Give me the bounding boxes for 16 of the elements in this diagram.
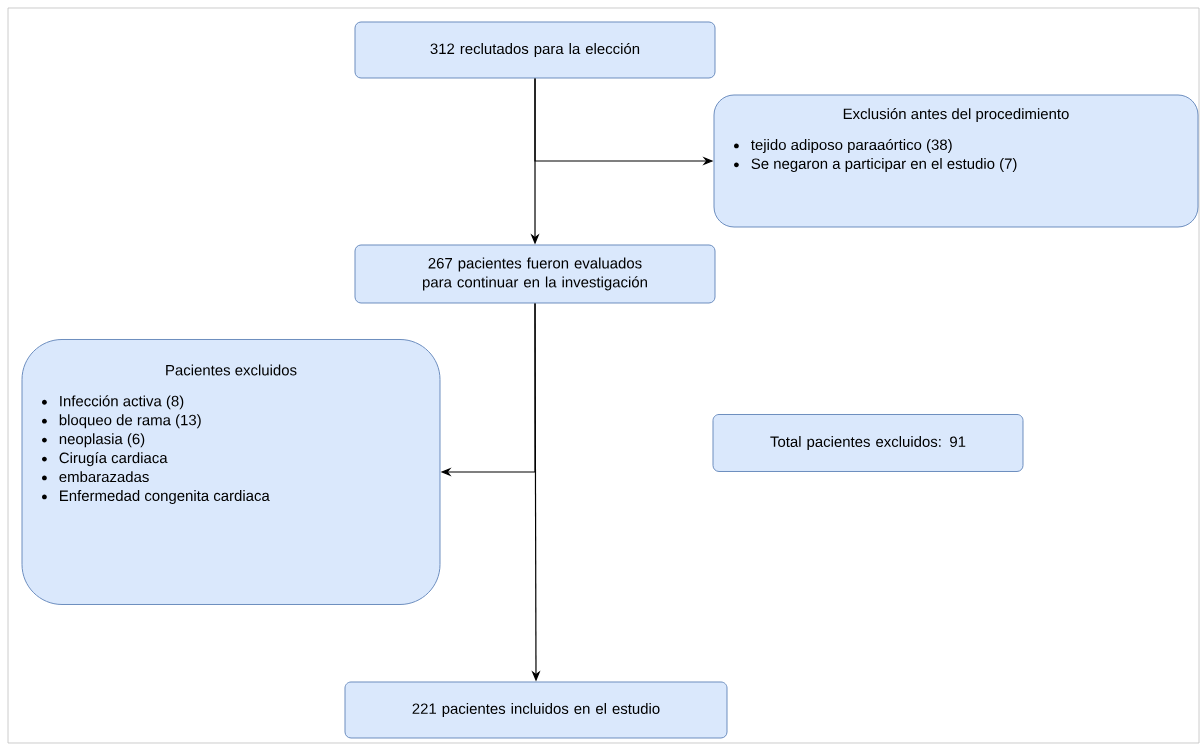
bullet-item: tejido adiposo paraaórtico (38) (734, 138, 952, 153)
bullet-item: Cirugía cardiaca (42, 452, 168, 467)
exclusion-box (713, 94, 1199, 228)
bullet-item: bloqueo de rama (13) (42, 414, 201, 429)
bullet-item: Infección activa (8) (42, 395, 184, 410)
process-box: 267 pacientes fueron evaluados para continuar en la investigación (354, 244, 716, 304)
box-heading: Pacientes excluidos (166, 364, 297, 376)
box-heading: Exclusión antes del procedimiento (843, 108, 1069, 123)
bullet-item: Enfermedad congenita cardiaca (42, 490, 270, 504)
bullet-item: neoplasia (6) (42, 433, 145, 448)
process-box: 221 pacientes incluidos en el estudio (344, 681, 728, 739)
bullet-item: embarazadas (42, 471, 149, 483)
exclusion-box (21, 339, 441, 605)
note-box: Total pacientes excluidos: 91 (712, 414, 1024, 472)
bullet-item: Se negaron a participar en el estudio (7) (734, 158, 1017, 172)
process-box: 312 reclutados para la elección (354, 21, 716, 79)
